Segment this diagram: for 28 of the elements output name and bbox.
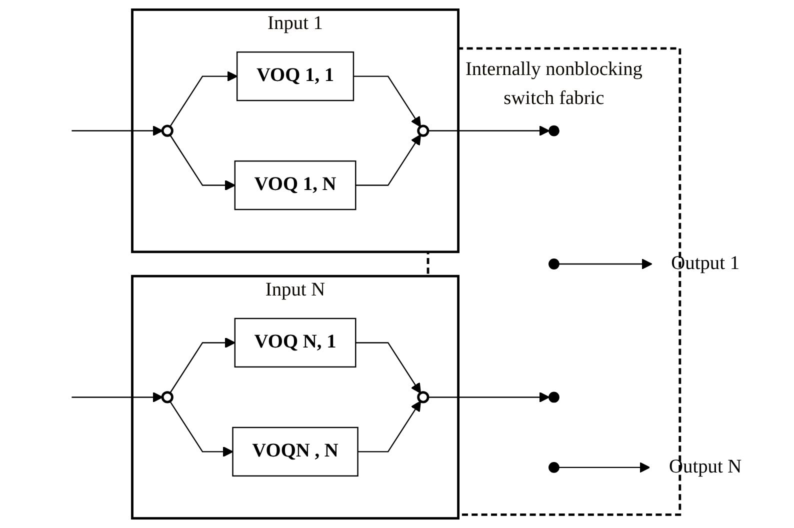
arrow (428, 392, 550, 403)
node-circle (548, 462, 560, 473)
arrow (169, 400, 234, 458)
arrow (356, 134, 422, 186)
arrow (169, 337, 236, 394)
arrow (72, 392, 163, 403)
node-circle (417, 124, 430, 137)
node-box: VOQ 1, N (234, 160, 356, 210)
node-circle (548, 125, 560, 136)
node-circle (548, 258, 560, 270)
arrow (428, 125, 550, 136)
arrow (169, 70, 238, 128)
arrow (358, 400, 422, 452)
node-box: VOQ N, 1 (234, 318, 356, 368)
arrow (353, 76, 422, 128)
node-text: Output 1 (671, 253, 740, 274)
arrow (558, 258, 652, 270)
arrow (169, 134, 236, 191)
node-circle (161, 124, 174, 137)
arrow (558, 462, 650, 473)
arrow (72, 125, 163, 136)
node-box: VOQ 1, 1 (236, 51, 354, 102)
arrow (356, 342, 422, 394)
node-circle (161, 391, 174, 404)
node-circle (548, 392, 560, 403)
node-text: Output N (669, 456, 742, 478)
node-box: VOQN , N (232, 426, 358, 477)
node-circle (417, 391, 430, 404)
